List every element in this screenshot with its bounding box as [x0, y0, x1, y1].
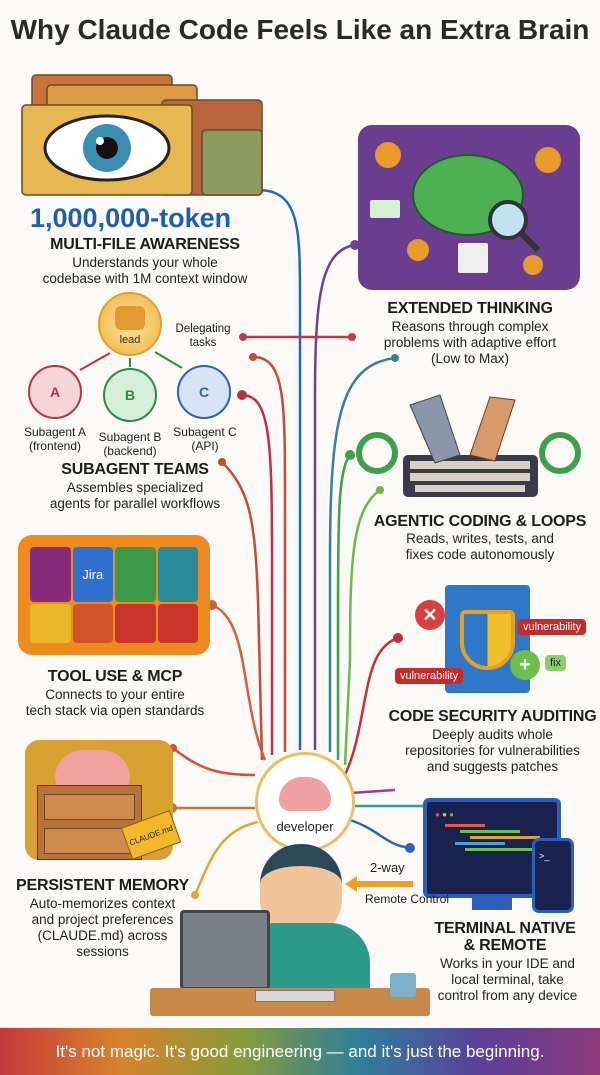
shield-icon [460, 610, 515, 670]
subagent-a-label: Subagent A(frontend) [23, 425, 87, 453]
brain-icon [279, 776, 331, 811]
folders-eye-illustration [12, 60, 272, 200]
fix-magnifier-icon: + [510, 650, 540, 680]
lead-agent-robot: lead [98, 292, 162, 356]
jira-puzzle: Jira [72, 547, 113, 602]
two-way-label: 2-way [370, 860, 405, 875]
agentic-coding-heading: AGENTIC CODING & LOOPS [373, 513, 587, 530]
tool-use-heading: TOOL USE & MCP [47, 668, 183, 685]
remote-arrow-icon [345, 876, 413, 892]
robot-icon [115, 306, 145, 330]
vulnerability-tag: vulnerability [395, 668, 464, 684]
computer-monitor-icon [180, 910, 270, 990]
robot-hands-keyboard-illustration [355, 385, 585, 505]
developer-brain-hub: developer [255, 752, 355, 852]
persistent-memory-heading: PERSISTENT MEMORY [16, 877, 189, 894]
vulnerability-tag: vulnerability [518, 619, 587, 635]
token-count: 1,000,000-token [30, 203, 232, 233]
phone-icon: >_ [532, 838, 574, 913]
subagent-teams-heading: SUBAGENT TEAMS [61, 461, 209, 478]
security-heading: CODE SECURITY AUDITING [388, 708, 597, 725]
subagent-a-gears: A [28, 365, 82, 419]
drive-icon [30, 603, 71, 643]
gear-icon [375, 142, 561, 275]
subagent-c-gears: C [177, 365, 231, 419]
loop-arrows-icon [539, 432, 581, 474]
security-audit-illustration: ✕ + vulnerability vulnerability fix [385, 585, 595, 705]
footer-banner: It's not magic. It's good engineering — … [0, 1028, 600, 1075]
remote-control-label: Remote Control [365, 892, 450, 906]
keyboard-icon [255, 990, 335, 1002]
mug-icon [390, 973, 416, 997]
puzzle-integrations-illustration: Jira [18, 535, 210, 655]
error-magnifier-icon: ✕ [415, 600, 445, 630]
multi-file-heading: MULTI-FILE AWARENESS [50, 236, 240, 253]
extended-thinking-illustration [358, 125, 580, 290]
cloud-icon [157, 603, 198, 643]
file-cabinet-icon [37, 785, 142, 860]
fix-tag: fix [545, 655, 566, 671]
loop-arrows-icon [356, 432, 398, 474]
developer-face [260, 844, 342, 936]
delegation-arrows [79, 351, 183, 371]
magnifier-icon [488, 200, 528, 240]
subagent-b-gears: B [103, 368, 157, 422]
monitor-stand [472, 898, 512, 910]
developer-illustration [150, 838, 430, 1028]
subagent-b-label: Subagent B(backend) [98, 430, 162, 458]
subagent-c-label: Subagent C(API) [173, 425, 237, 453]
terminal-heading: TERMINAL NATIVE& REMOTE [434, 920, 576, 954]
memory-illustration: CLAUDE.md [25, 740, 182, 860]
github-icon [115, 547, 156, 602]
extended-thinking-heading: EXTENDED THINKING [387, 300, 553, 317]
page-title: Why Claude Code Feels Like an Extra Brai… [10, 14, 590, 45]
